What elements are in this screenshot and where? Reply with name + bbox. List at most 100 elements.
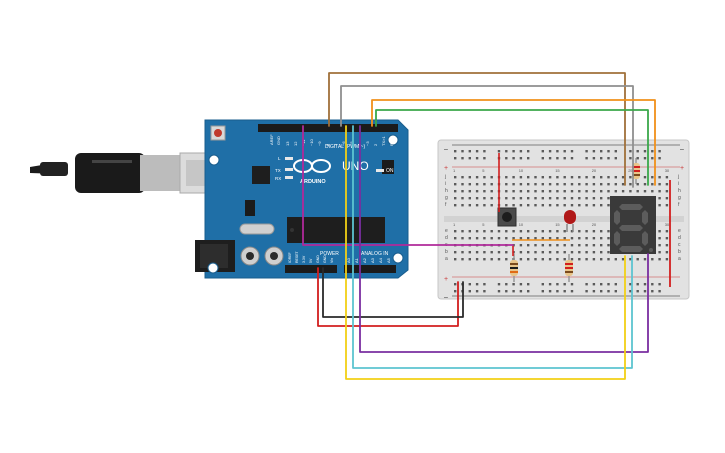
tx-label: TX	[275, 168, 281, 173]
digital-pin-label: ~5	[349, 141, 354, 146]
digital-pin-label: 8	[325, 143, 330, 146]
digital-pin-label: 7	[333, 143, 338, 146]
brand-label: ARDUINO	[300, 179, 326, 185]
power-pin-label: GND	[316, 255, 320, 263]
usb-cable-icon[interactable]	[30, 152, 233, 194]
atmega-chip	[287, 217, 385, 243]
wire-orange	[371, 99, 656, 186]
row-letter: i	[445, 181, 446, 187]
wire-magenta	[302, 125, 514, 246]
column-number: 20	[592, 222, 597, 227]
row-letter: h	[678, 188, 681, 194]
resistor-3[interactable]	[632, 158, 640, 184]
l-led-label: L	[278, 156, 281, 161]
row-letter: g	[445, 195, 448, 201]
digital-pin-label: 12	[293, 141, 298, 146]
column-number: 15	[555, 168, 560, 173]
power-pin-label: Vin	[330, 258, 334, 263]
analog-pin-label: A2	[362, 257, 367, 263]
column-number: 5	[482, 222, 485, 227]
column-number: 20	[592, 168, 597, 173]
column-number: 5	[482, 168, 485, 173]
column-number: 10	[519, 222, 524, 227]
wire-red	[317, 267, 459, 327]
digital-pin-label: ~6	[341, 141, 346, 146]
wire-cyan	[352, 125, 633, 369]
power-header-label: POWER	[320, 251, 339, 257]
power-header[interactable]	[285, 265, 337, 273]
analog-pin-label: A0	[346, 257, 351, 263]
rx-label: RX	[275, 176, 281, 181]
svg-text:–: –	[444, 294, 448, 301]
arduino-board[interactable]: ARDUINO UNO DIGITAL (PWM ~) POWER ANALOG…	[195, 119, 409, 279]
gnd-label: GND	[276, 136, 281, 145]
row-letter: j	[677, 174, 679, 180]
seven-segment-display[interactable]	[610, 196, 656, 254]
resistor-2[interactable]	[565, 254, 573, 282]
wire-gray	[340, 85, 634, 188]
column-number: 30	[665, 222, 670, 227]
row-letter: b	[445, 249, 448, 255]
digital-header[interactable]	[258, 124, 398, 132]
svg-text:–: –	[680, 146, 684, 153]
on-led-label: ON	[386, 168, 394, 174]
digital-pin-label: 13	[285, 141, 290, 146]
row-letter: g	[678, 195, 681, 201]
column-number: 1	[453, 168, 456, 173]
analog-pin-label: A3	[370, 257, 375, 263]
digital-pin-label: RX<0	[389, 135, 394, 146]
column-number: 10	[519, 168, 524, 173]
analog-pin-label: A4	[378, 257, 383, 263]
svg-text:+: +	[444, 165, 448, 172]
digital-pin-label: 2	[373, 143, 378, 146]
column-number: 1	[453, 222, 456, 227]
digital-pin-label: ~9	[317, 141, 322, 146]
row-letter: j	[444, 174, 446, 180]
svg-text:+: +	[680, 165, 684, 172]
column-number: 15	[555, 222, 560, 227]
row-letter: a	[678, 256, 681, 262]
row-letter: d	[445, 235, 448, 241]
analog-pin-label: A5	[386, 257, 391, 263]
power-pin-label: IOREF	[288, 252, 292, 263]
wire-yellow	[345, 125, 626, 380]
svg-text:–: –	[444, 146, 448, 153]
power-pin-label: 3.3V	[302, 255, 306, 263]
push-button[interactable]	[497, 207, 517, 227]
row-letter: f	[445, 202, 447, 208]
row-letter: e	[678, 228, 681, 234]
digital-pin-label: ~3	[365, 141, 370, 146]
analog-pin-label: A1	[354, 257, 359, 263]
digital-pin-label: TX>1	[381, 136, 386, 146]
wire-green	[375, 109, 649, 186]
resistor-1[interactable]	[510, 254, 518, 282]
column-number: 30	[665, 168, 670, 173]
row-letter: h	[445, 188, 448, 194]
analog-header[interactable]	[344, 265, 396, 273]
row-letter: b	[678, 249, 681, 255]
wires[interactable]	[302, 72, 656, 380]
wire-brown	[328, 72, 626, 186]
digital-pin-label: ~10	[309, 138, 314, 146]
row-letter: f	[678, 202, 680, 208]
wire-black	[322, 267, 464, 318]
row-letter: a	[445, 256, 448, 262]
model-label: UNO	[342, 159, 369, 173]
svg-text:+: +	[444, 276, 448, 283]
wire-purple	[359, 125, 649, 353]
power-pin-label: RESET	[295, 250, 299, 263]
red-led[interactable]	[564, 210, 576, 232]
column-number: 25	[628, 168, 633, 173]
row-letter: e	[445, 228, 448, 234]
breadboard-jumpers[interactable]	[498, 153, 671, 287]
row-letter: d	[678, 235, 681, 241]
row-letter: c	[678, 242, 681, 248]
row-letter: i	[678, 181, 679, 187]
analog-header-label: ANALOG IN	[361, 251, 389, 257]
power-pin-label: 5V	[309, 258, 313, 263]
power-pin-label: GND	[323, 255, 327, 263]
